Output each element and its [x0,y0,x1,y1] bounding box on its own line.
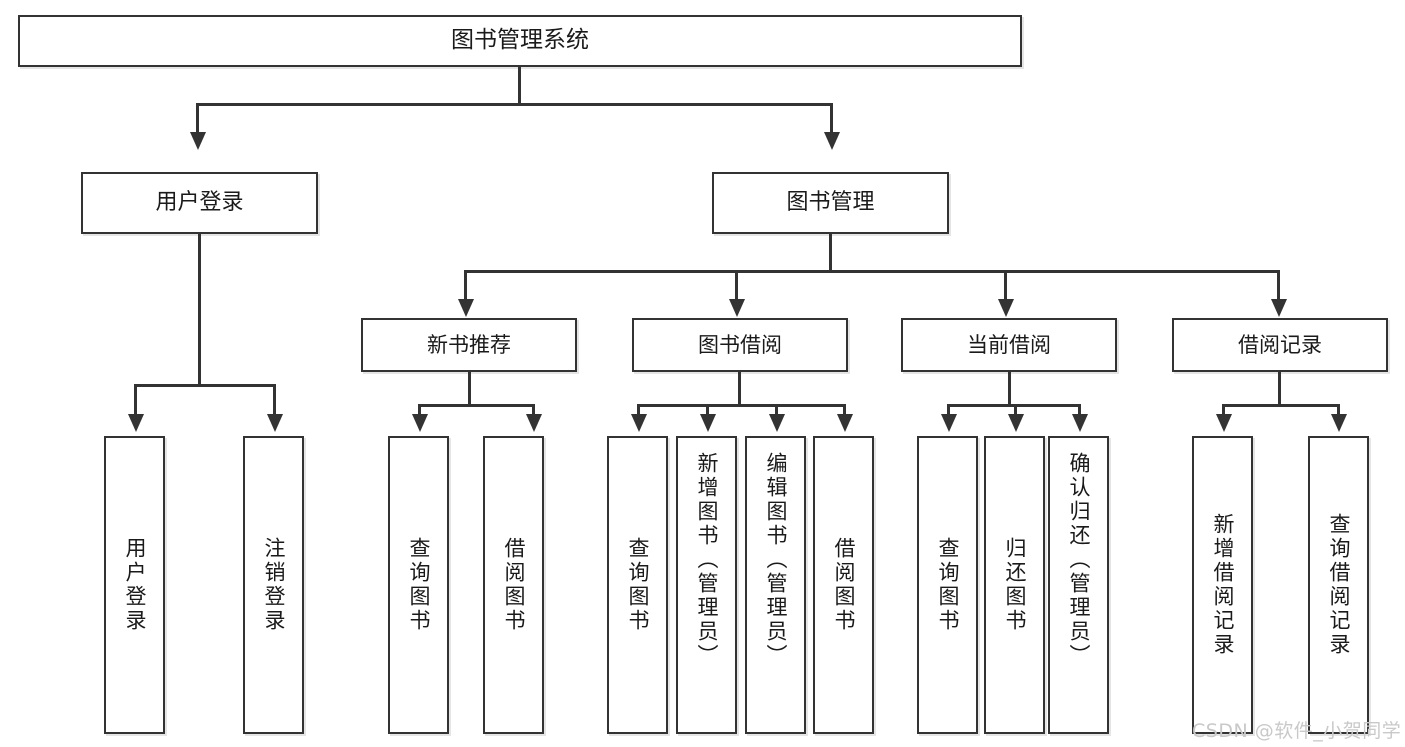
node-label: 编辑图书（管理员） [764,452,788,668]
node-book-management[interactable]: 图书管理 [712,172,949,234]
leaf-query-book-current[interactable]: 查询图书 [917,436,978,734]
leaf-borrow-book[interactable]: 借阅图书 [813,436,874,734]
node-label: 用户登录 [123,537,147,633]
edge-book-management-stem [829,234,832,272]
leaf-query-book-recommend[interactable]: 查询图书 [388,436,449,734]
node-label: 新书推荐 [427,332,511,357]
edge-current-borrow-drop-2 [1014,404,1017,418]
leaf-query-book-borrow[interactable]: 查询图书 [607,436,668,734]
edge-user-login-drop-1 [134,384,137,417]
arrow-to-current-borrow [998,299,1014,317]
arrow-to-query-book-1 [412,414,428,432]
leaf-add-book-admin[interactable]: 新增图书（管理员） [676,436,737,734]
node-label: 注销登录 [262,537,286,633]
node-root-library-management-system[interactable]: 图书管理系统 [18,15,1022,67]
node-label: 图书借阅 [698,332,782,357]
arrow-to-new-book-recommend [458,299,474,317]
arrow-to-query-book-3 [941,414,957,432]
edge-book-borrow-drop-2 [706,404,709,418]
arrow-to-user-login-leaf [128,414,144,432]
leaf-return-book[interactable]: 归还图书 [984,436,1045,734]
arrow-to-add-borrow-record [1216,414,1232,432]
arrow-to-borrow-book-1 [526,414,542,432]
edge-borrow-record-stem [1278,372,1281,406]
edge-book-borrow-drop-3 [775,404,778,418]
edge-level2-drop-2 [735,270,738,302]
node-label: 用户登录 [155,190,244,216]
node-label: 查询借阅记录 [1327,513,1351,657]
node-user-login[interactable]: 用户登录 [81,172,318,234]
edge-user-login-bus [134,384,276,387]
node-borrow-record[interactable]: 借阅记录 [1172,318,1388,372]
arrow-to-query-borrow-record [1331,414,1347,432]
arrow-to-return-book [1008,414,1024,432]
edge-current-borrow-drop-3 [1078,404,1081,418]
node-label: 确认归还（管理员） [1067,452,1091,668]
node-label: 当前借阅 [967,332,1051,357]
edge-level2-drop-3 [1004,270,1007,302]
edge-current-borrow-stem [1008,372,1011,406]
edge-new-book-stem [468,372,471,406]
leaf-edit-book-admin[interactable]: 编辑图书（管理员） [745,436,806,734]
edge-user-login-stem [198,234,201,386]
node-label: 查询图书 [626,537,650,633]
arrow-to-edit-book [769,414,785,432]
edge-current-borrow-drop-1 [947,404,950,418]
edge-borrow-record-drop-1 [1222,404,1225,418]
edge-level2-bus [464,270,1280,273]
edge-new-book-drop-1 [418,404,421,418]
edge-level2-drop-1 [464,270,467,302]
edge-level2-drop-4 [1277,270,1280,302]
node-label: 图书管理系统 [451,27,589,54]
edge-new-book-bus [418,404,535,407]
edge-new-book-drop-2 [532,404,535,418]
arrow-to-logout-leaf [267,414,283,432]
node-label: 借阅记录 [1238,332,1322,357]
edge-book-borrow-bus [637,404,845,407]
arrow-to-add-book [700,414,716,432]
arrow-to-confirm-return [1072,414,1088,432]
arrow-to-book-borrow [729,299,745,317]
csdn-watermark: CSDN @软件_小贺同学 [1192,720,1402,742]
leaf-query-borrow-record[interactable]: 查询借阅记录 [1308,436,1369,734]
leaf-borrow-book-recommend[interactable]: 借阅图书 [483,436,544,734]
leaf-add-borrow-record[interactable]: 新增借阅记录 [1192,436,1253,734]
node-label: 借阅图书 [832,537,856,633]
arrow-to-borrow-record [1271,299,1287,317]
arrow-to-borrow-book-2 [837,414,853,432]
edge-borrow-record-drop-2 [1337,404,1340,418]
edge-root-bus [196,103,833,106]
node-label: 图书管理 [786,190,875,216]
leaf-user-login[interactable]: 用户登录 [104,436,165,734]
arrow-to-user-login [190,132,206,150]
edge-root-stem [518,67,521,105]
node-new-book-recommend[interactable]: 新书推荐 [361,318,577,372]
arrow-to-book-management [824,132,840,150]
edge-root-drop-left [196,103,199,135]
node-label: 新增图书（管理员） [695,452,719,668]
edge-borrow-record-bus [1222,404,1340,407]
node-label: 借阅图书 [502,537,526,633]
arrow-to-query-book-2 [631,414,647,432]
edge-root-drop-right [830,103,833,135]
edge-book-borrow-drop-1 [637,404,640,418]
edge-book-borrow-stem [738,372,741,406]
node-book-borrow[interactable]: 图书借阅 [632,318,848,372]
node-label: 新增借阅记录 [1211,513,1235,657]
node-label: 归还图书 [1003,537,1027,633]
edge-book-borrow-drop-4 [843,404,846,418]
leaf-logout[interactable]: 注销登录 [243,436,304,734]
node-current-borrow[interactable]: 当前借阅 [901,318,1117,372]
edge-user-login-drop-2 [273,384,276,417]
node-label: 查询图书 [936,537,960,633]
leaf-confirm-return-admin[interactable]: 确认归还（管理员） [1048,436,1109,734]
node-label: 查询图书 [407,537,431,633]
